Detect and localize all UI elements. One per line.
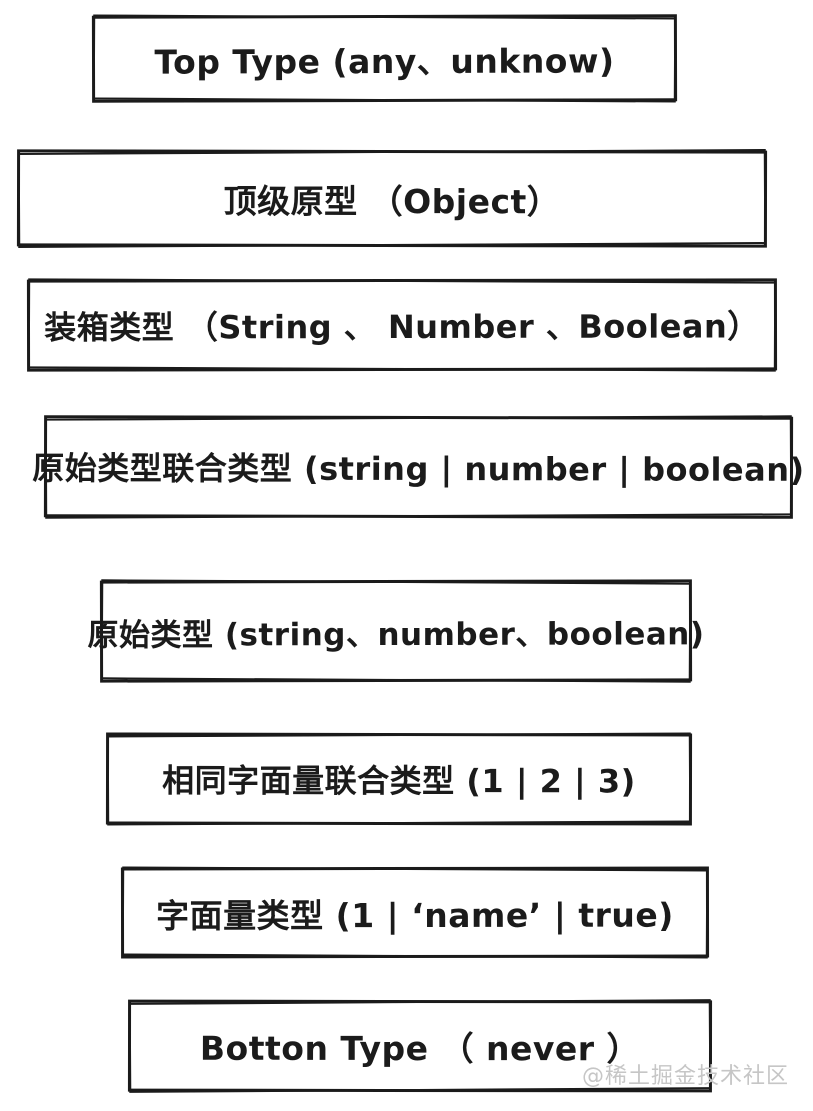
type-box-literal-types: 字面量类型 (1 | ‘name’ | true) [120,866,710,959]
type-box-literal-union: 相同字面量联合类型 (1 | 2 | 3) [105,732,693,826]
type-box-literal-union-label: 相同字面量联合类型 (1 | 2 | 3) [162,761,636,801]
watermark: @稀土掘金技术社区 [581,1064,789,1089]
type-box-literal-types-label: 字面量类型 (1 | ‘name’ | true) [156,895,674,935]
type-box-object-prototype: 顶级原型 （Object） [16,149,768,248]
type-box-object-prototype-label: 顶级原型 （Object） [223,181,561,221]
type-box-boxed-types-label: 装箱类型 （String 、 Number 、Boolean） [44,307,760,347]
type-box-primitive-types: 原始类型 (string、number、boolean) [88,579,705,683]
type-box-primitive-union: 原始类型联合类型 (string | number | boolean) [32,415,805,519]
type-box-primitive-union-label: 原始类型联合类型 (string | number | boolean) [32,449,805,489]
type-box-top-type-label: Top Type (any、unknow) [154,40,615,82]
type-box-top-type: Top Type (any、unknow) [91,14,678,103]
type-box-primitive-types-label: 原始类型 (string、number、boolean) [87,615,705,654]
type-box-boxed-types: 装箱类型 （String 、 Number 、Boolean） [26,278,778,372]
